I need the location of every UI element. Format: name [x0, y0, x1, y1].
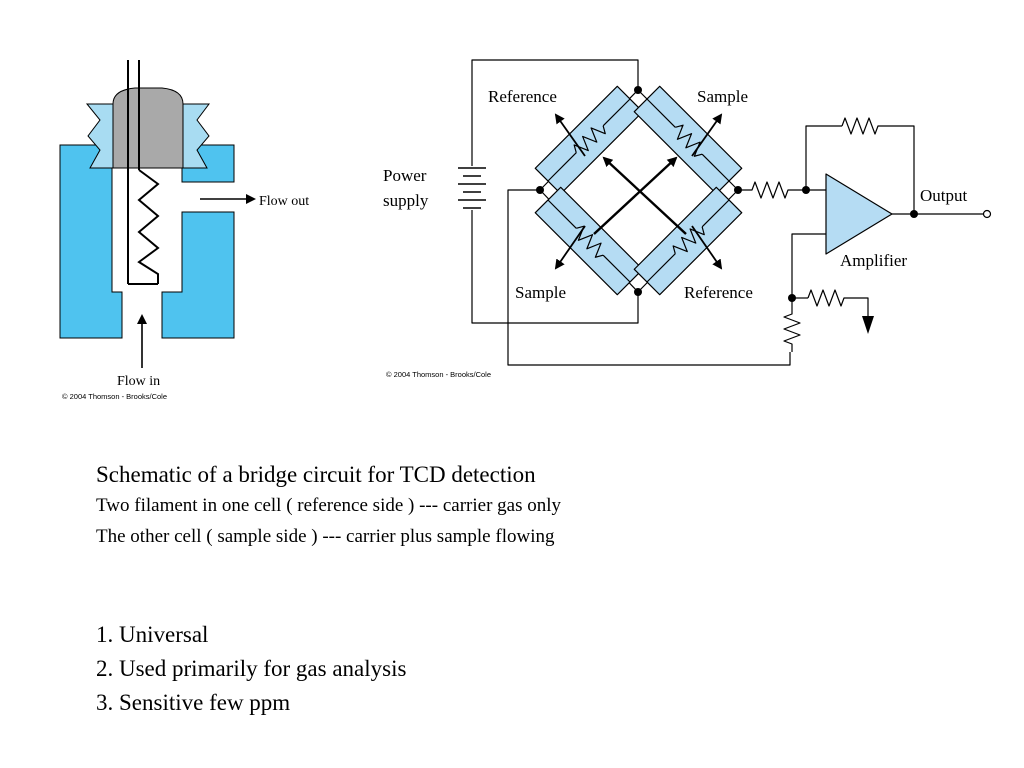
output-terminal — [982, 209, 992, 219]
reference-top-label: Reference — [488, 87, 557, 106]
flow-out-label: Flow out — [259, 194, 309, 209]
right-fitting — [182, 103, 210, 169]
sample-top-label: Sample — [697, 87, 748, 106]
power-label-line2: supply — [383, 191, 429, 210]
key-points-list: 1. Universal 2. Used primarily for gas a… — [96, 618, 406, 720]
reference-cell-top — [534, 85, 644, 195]
caption-title: Schematic of a bridge circuit for TCD de… — [96, 462, 536, 487]
amplifier-label: Amplifier — [840, 251, 907, 270]
vertical-resistor — [783, 298, 801, 352]
caption-line-2: The other cell ( sample side ) --- carri… — [96, 526, 555, 547]
sample-bottom-label: Sample — [515, 283, 566, 302]
sample-cell-top — [633, 85, 743, 195]
feedback-resistor — [841, 117, 915, 214]
reference-cell-bottom — [633, 186, 743, 296]
list-item: 2. Used primarily for gas analysis — [96, 656, 407, 681]
left-copyright: © 2004 Thomson - Brooks/Cole — [62, 392, 167, 401]
output-label: Output — [920, 186, 968, 205]
filament-coil — [137, 169, 160, 284]
list-item: 3. Sensitive few ppm — [96, 690, 291, 715]
bridge-circuit-diagram: Power supply — [383, 59, 992, 379]
amplifier-icon — [825, 173, 893, 255]
tcd-figure: Flow out Flow in © 2004 Thomson - Brooks… — [59, 59, 992, 401]
caption-block: Schematic of a bridge circuit for TCD de… — [96, 460, 976, 552]
caption-line-1: Two filament in one cell ( reference sid… — [96, 495, 561, 516]
plug — [112, 87, 184, 169]
list-item: 1. Universal — [96, 622, 209, 647]
power-label-line1: Power — [383, 166, 427, 185]
right-copyright: © 2004 Thomson - Brooks/Cole — [386, 370, 491, 379]
input-resistor — [738, 181, 826, 199]
ground-resistor — [807, 289, 869, 318]
reference-bottom-label: Reference — [684, 283, 753, 302]
battery-icon — [458, 167, 486, 209]
tcd-cell-diagram: Flow out Flow in © 2004 Thomson - Brooks… — [59, 60, 309, 401]
flow-in-label: Flow in — [117, 374, 160, 389]
